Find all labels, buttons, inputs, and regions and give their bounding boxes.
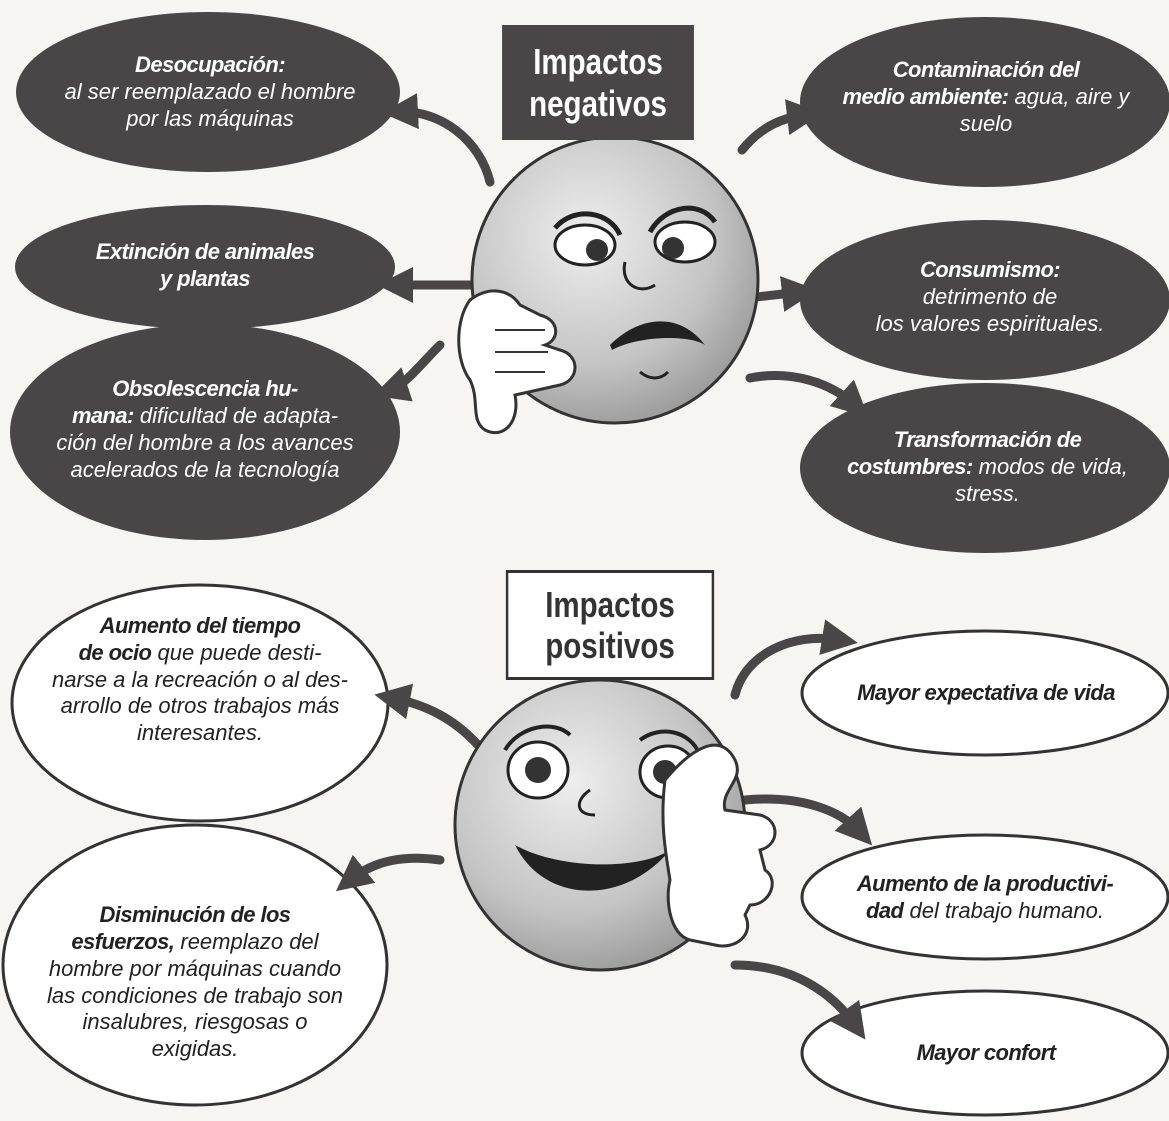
label-bold: Consumismo:: [919, 257, 1061, 283]
label-line: acelerados de la tecnología: [70, 456, 340, 482]
label-bold: Disminución de los: [99, 902, 292, 928]
label-bold: costumbres:: [847, 454, 973, 480]
negative-title: Impactos negativos: [502, 25, 694, 140]
label-line: detrimento de: [922, 284, 1058, 310]
label-line: arrollo de otros trabajos más: [60, 693, 340, 719]
text-ocio: Aumento del tiempo de ocio que puede des…: [20, 590, 380, 770]
label-line: modos de vida,: [972, 454, 1128, 480]
label-bold: Desocupación:: [135, 52, 286, 78]
positive-bubbles: [1, 583, 1169, 1117]
bubble-expectativa: [800, 629, 1169, 757]
label-line: reemplazo del: [174, 928, 319, 954]
angry-face-icon: [457, 135, 760, 434]
label-bold: de ocio: [78, 639, 152, 665]
label-line: stress.: [955, 480, 1020, 506]
label-line: suelo: [959, 110, 1013, 136]
negative-title-line2: negativos: [529, 82, 667, 124]
text-productividad: Aumento de la productivi- dad del trabaj…: [810, 865, 1160, 931]
text-transformacion: Transformación de costumbres: modos de v…: [815, 415, 1160, 520]
label-bold: esfuerzos,: [71, 928, 175, 954]
bubble-transformacion: [800, 383, 1169, 553]
label-bold: Aumento del tiempo: [99, 612, 301, 638]
bubble-productividad: [800, 833, 1169, 961]
label-line: narse a la recreación o al des-: [52, 666, 348, 692]
label-line: por las máquinas: [126, 105, 294, 131]
label-bold: Mayor confort: [916, 1039, 1056, 1065]
label-line: interesantes.: [137, 720, 263, 746]
label-bold: Transformación de: [893, 427, 1082, 453]
happy-face-icon: [453, 678, 777, 972]
bubble-confort: [800, 989, 1169, 1117]
positive-title-line2: positivos: [545, 625, 675, 666]
positive-title-line1: Impactos: [545, 583, 675, 625]
label-line: que puede desti-: [151, 639, 322, 665]
label-line: ción del hombre a los avances: [56, 430, 354, 455]
label-line: hombre por máquinas cuando: [48, 955, 342, 981]
positive-title: Impactos positivos: [505, 570, 715, 680]
text-consumismo: Consumismo: detrimento de los valores es…: [820, 245, 1160, 350]
label-bold: Mayor expectativa de vida: [857, 679, 1115, 705]
negative-title-line1: Impactos: [533, 41, 663, 83]
text-obsolescencia: Obsolescencia hu- mana: dificultad de ad…: [25, 355, 385, 505]
text-extincion: Extinción de animales y plantas: [30, 228, 380, 304]
arrows: [335, 93, 873, 1040]
bubble-esfuerzos: [1, 823, 389, 1107]
label-bold: medio ambiente:: [842, 84, 1009, 110]
bubble-extincion: [15, 205, 395, 329]
label-line: al ser reemplazado el hombre: [64, 79, 356, 105]
label-line: del trabajo humano.: [903, 898, 1104, 923]
label-bold: dad: [866, 898, 904, 923]
label-line: los valores espirituales.: [875, 310, 1105, 336]
label-bold: y plantas: [160, 266, 251, 291]
label-line: dificultad de adapta-: [133, 403, 339, 429]
text-expectativa: Mayor expectativa de vida: [805, 670, 1167, 716]
bubble-obsolescencia: [10, 324, 400, 540]
text-esfuerzos: Disminución de los esfuerzos, reemplazo …: [15, 880, 375, 1085]
label-bold: Contaminación del: [892, 57, 1080, 83]
bubble-consumismo: [800, 220, 1169, 380]
label-line: las condiciones de trabajo son: [47, 982, 343, 1008]
label-bold: Obsolescencia hu-: [112, 376, 298, 402]
label-line: exigidas.: [151, 1036, 239, 1062]
text-confort: Mayor confort: [805, 1030, 1167, 1076]
text-contaminacion: Contaminación del medio ambiente: agua, …: [805, 45, 1167, 150]
label-line: agua, aire y: [1008, 84, 1130, 110]
text-desocupacion: Desocupación: al ser reemplazado el homb…: [30, 40, 390, 145]
bubble-desocupacion: [16, 12, 400, 172]
negative-bubbles: [10, 12, 1169, 553]
label-bold: Extinción de animales: [95, 239, 315, 265]
label-bold: Aumento de la productivi-: [856, 871, 1114, 897]
label-bold: mana:: [71, 403, 134, 429]
label-line: insalubres, riesgosas o: [82, 1009, 308, 1035]
bubble-contaminacion: [800, 17, 1169, 187]
